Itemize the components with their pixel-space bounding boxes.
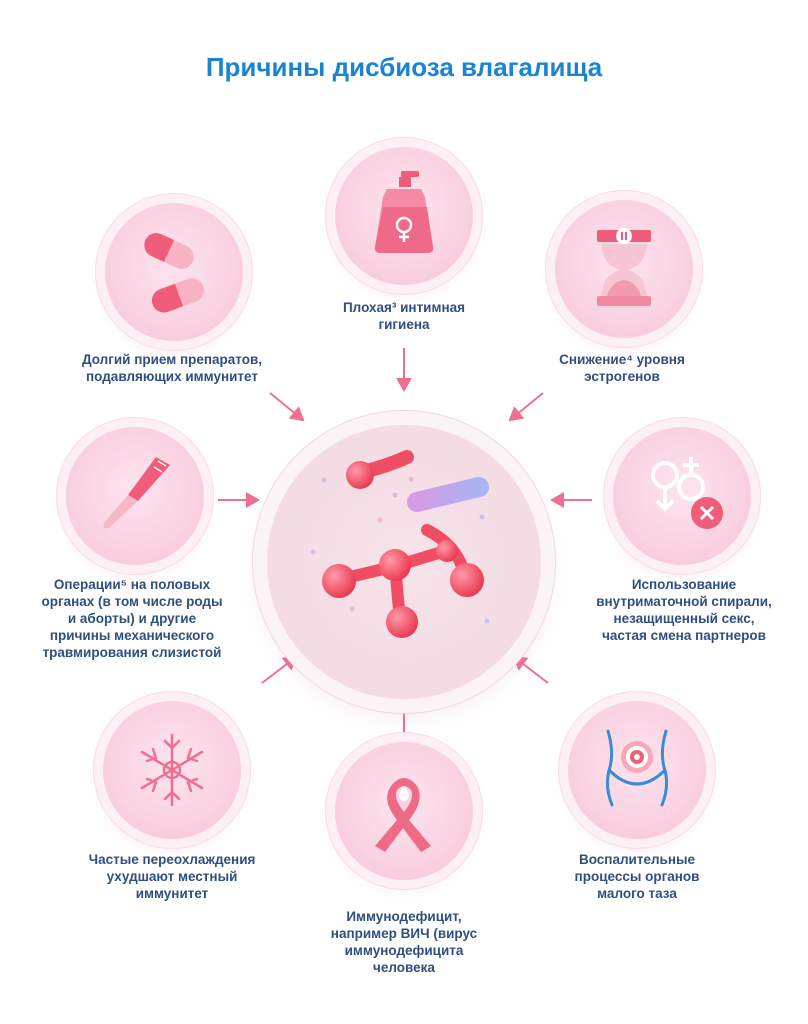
microbiota-circle [267,425,541,699]
pills-icon [144,233,205,313]
pelvis-target-icon [605,729,669,807]
gender-cross-icon [651,457,723,529]
arrow-estrogen [508,392,544,422]
bacteria-illustration [305,450,490,638]
ribbon-icon [375,778,431,852]
bubble-immuno [335,742,473,880]
bubble-cold [103,701,241,839]
page-title: Причины дисбиоза влагалища [205,52,603,82]
bubble-drugs [105,203,243,341]
bubble-pelvic [568,701,706,839]
snowflake-icon [140,733,204,807]
soap-bottle-icon [374,171,434,253]
bubble-estrogen [555,200,693,338]
label-drugs: Долгий прием препаратов,подавляющих имму… [81,352,263,384]
bubble-hygiene [335,147,473,285]
bubble-surgery [66,427,204,565]
arrow-pelvic [512,655,549,684]
scalpel-icon [103,457,170,529]
arrow-cold [261,655,298,684]
hourglass-icon [597,228,651,306]
bubble-iud [613,427,751,565]
arrow-drugs [269,392,305,422]
